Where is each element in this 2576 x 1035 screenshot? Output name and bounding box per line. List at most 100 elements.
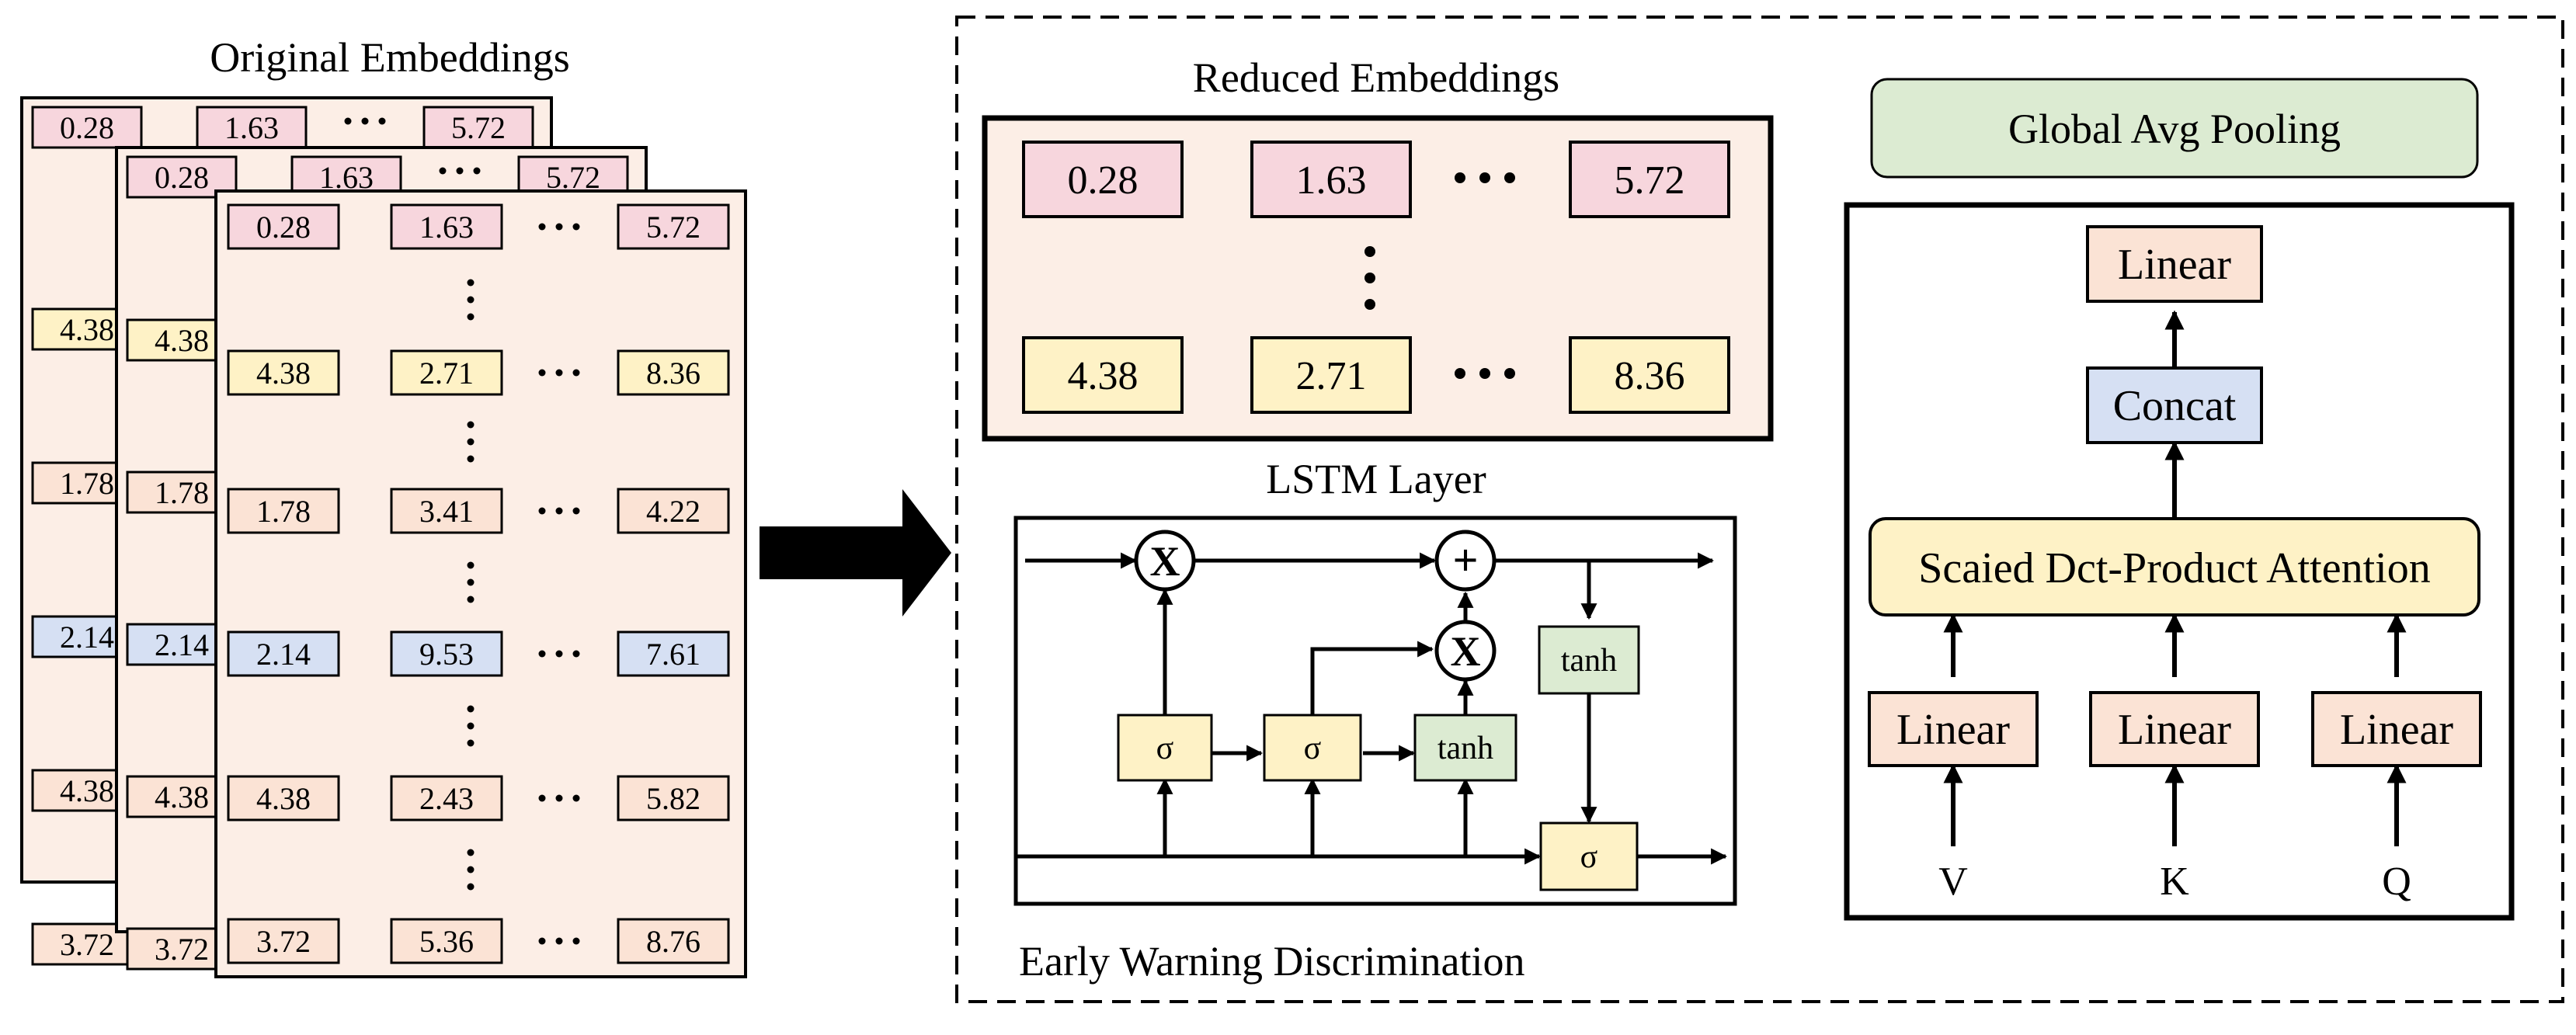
- cell-value: 9.53: [419, 637, 474, 672]
- embedding-cell: 2.71: [390, 349, 503, 396]
- reduced-cell: 2.71: [1250, 336, 1412, 414]
- input-q-label: Q: [2382, 860, 2411, 904]
- linear-label: Linear: [2340, 706, 2453, 754]
- cell-value: 5.72: [451, 110, 506, 145]
- reduced-cell: 0.28: [1022, 141, 1184, 218]
- global-avg-pooling-box: [1870, 78, 2479, 179]
- ellipsis-horizontal: [1455, 368, 1515, 379]
- reduced-cell: 8.36: [1569, 336, 1730, 414]
- cell-value: 5.72: [1615, 158, 1685, 203]
- cell-value: 2.14: [256, 637, 311, 672]
- embedding-cell: 3.72: [227, 918, 340, 964]
- embedding-cell: 1.63: [390, 203, 503, 250]
- cell-value: 8.76: [646, 924, 700, 959]
- model-container: [955, 16, 2564, 1003]
- ellipsis-horizontal: [538, 507, 580, 515]
- lstm-multiply-node: X: [1134, 530, 1196, 592]
- reduced-embeddings-title: Reduced Embeddings: [1193, 54, 1559, 101]
- lstm-layer-title: LSTM Layer: [1266, 456, 1486, 502]
- input-k-label: K: [2160, 860, 2189, 904]
- cell-value: 1.78: [256, 494, 311, 529]
- ellipsis-horizontal: [538, 937, 580, 945]
- ellipsis-horizontal: [439, 167, 481, 175]
- ellipsis-horizontal: [344, 117, 386, 125]
- cell-value: 8.36: [646, 356, 700, 391]
- embedding-cell: 4.38: [227, 775, 340, 821]
- lstm-sigma-output-gate: σ: [1539, 821, 1639, 891]
- ellipsis-vertical: [467, 421, 475, 463]
- cell-value: 2.14: [60, 620, 114, 655]
- embedding-cell: 7.61: [617, 630, 730, 677]
- embedding-cell: 0.28: [126, 155, 238, 199]
- cell-value: 0.28: [155, 160, 209, 195]
- multiply-symbol-2: X: [1451, 628, 1481, 675]
- ellipsis-vertical: [467, 705, 475, 747]
- cell-value: 4.22: [646, 494, 700, 529]
- cell-value: 5.36: [419, 924, 474, 959]
- sigma-label: σ: [1304, 731, 1322, 766]
- lstm-wires: [1017, 552, 1728, 865]
- ellipsis-horizontal: [1455, 172, 1515, 183]
- tanh-label: tanh: [1561, 643, 1617, 679]
- cell-value: 4.38: [60, 773, 114, 808]
- cell-value: 0.28: [256, 210, 311, 245]
- embedding-cell: 2.43: [390, 775, 503, 821]
- embedding-cell: 1.78: [227, 488, 340, 534]
- cell-value: 5.72: [646, 210, 700, 245]
- tanh-label: tanh: [1437, 731, 1493, 766]
- attention-linear-v: Linear: [1868, 691, 2039, 767]
- ellipsis-vertical: [1364, 246, 1375, 310]
- lstm-multiply-node-2: X: [1434, 620, 1497, 682]
- attention-linear-q: Linear: [2311, 691, 2482, 767]
- attention-linear-top: Linear: [2086, 225, 2263, 303]
- embedding-cell: 0.28: [31, 106, 143, 149]
- lstm-tanh-cell: tanh: [1538, 625, 1640, 695]
- linear-label: Linear: [2118, 241, 2231, 289]
- linear-label: Linear: [2118, 706, 2231, 754]
- cell-value: 2.14: [155, 627, 209, 662]
- embedding-cell: 3.41: [390, 488, 503, 534]
- ellipsis-vertical: [467, 561, 475, 603]
- cell-value: 1.63: [1296, 158, 1367, 203]
- cell-value: 4.38: [1068, 354, 1139, 398]
- ellipsis-vertical: [467, 279, 475, 321]
- embedding-cell: 5.72: [617, 203, 730, 250]
- concat-label: Concat: [2113, 382, 2237, 430]
- attention-concat: Concat: [2086, 366, 2263, 444]
- embedding-cell: 1.63: [196, 106, 308, 149]
- cell-value: 4.38: [155, 323, 209, 358]
- cell-value: 4.38: [256, 356, 311, 391]
- embedding-cell: 5.36: [390, 918, 503, 964]
- ellipsis-horizontal: [538, 650, 580, 658]
- attention-arrows: [1943, 310, 2407, 846]
- cell-value: 3.72: [60, 927, 114, 962]
- reduced-cell: 1.63: [1250, 141, 1412, 218]
- linear-label: Linear: [1896, 706, 2010, 754]
- sdpa-label: Scaied Dct-Product Attention: [1918, 544, 2430, 592]
- embedding-cell: 4.22: [617, 488, 730, 534]
- cell-value: 3.41: [419, 494, 474, 529]
- original-embeddings-title: Original Embeddings: [210, 34, 569, 81]
- embedding-cell: 2.14: [227, 630, 340, 677]
- embedding-cell: 8.36: [617, 349, 730, 396]
- ellipsis-vertical: [467, 849, 475, 891]
- cell-value: 2.43: [419, 781, 474, 816]
- cell-value: 8.36: [1615, 354, 1685, 398]
- input-v-label: V: [1938, 860, 1968, 904]
- scaled-dot-product-attention: Scaied Dct-Product Attention: [1869, 517, 2480, 616]
- embedding-cell: 9.53: [390, 630, 503, 677]
- cell-value: 0.28: [1068, 158, 1139, 203]
- cell-value: 5.82: [646, 781, 700, 816]
- lstm-sigma-gate-1: σ: [1117, 714, 1213, 782]
- cell-value: 1.78: [60, 466, 114, 501]
- cell-value: 5.72: [546, 160, 600, 195]
- embedding-sheet-front: 0.28 1.63 5.72 4.38 2.71 8.36 1.78 3.41 4.22 2.14…: [214, 189, 747, 978]
- cell-value: 2.71: [1296, 354, 1367, 398]
- attention-linear-k: Linear: [2089, 691, 2260, 767]
- add-symbol: +: [1452, 535, 1478, 585]
- flow-arrow: [760, 489, 951, 616]
- embedding-cell: 4.38: [227, 349, 340, 396]
- cell-value: 1.63: [319, 160, 374, 195]
